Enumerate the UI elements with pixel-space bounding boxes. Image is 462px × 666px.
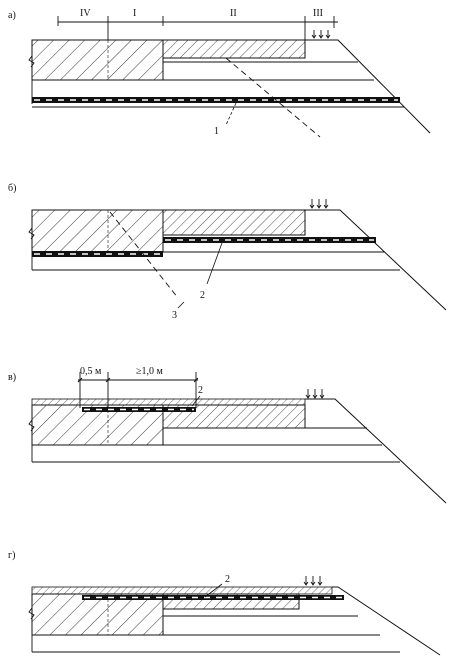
load-arrows	[305, 389, 325, 399]
embankment-slope	[305, 39, 431, 134]
load-arrows	[303, 576, 323, 586]
widening-pavement	[162, 39, 306, 59]
panel-g: г) 2	[8, 550, 441, 656]
dimension-1-0m: ≥1,0 м	[136, 366, 163, 377]
reinforcement-layer	[163, 237, 376, 243]
panel-b: б) 2 3	[8, 183, 447, 321]
panel-b-label: б)	[8, 183, 16, 194]
existing-pavement	[31, 593, 164, 636]
load-arrows	[309, 199, 329, 209]
zone-label-iv: IV	[80, 8, 91, 19]
reinforcement-layer	[82, 407, 196, 412]
break-mark	[28, 227, 35, 240]
panel-a-label: а)	[8, 10, 16, 21]
panel-v-label: в)	[8, 372, 16, 383]
callout-3: 3	[172, 310, 177, 321]
zone-label-ii: II	[230, 8, 237, 19]
callout-2: 2	[200, 290, 205, 301]
callout-2: 2	[198, 385, 203, 396]
callout-2: 2	[225, 574, 230, 585]
embankment-slope	[305, 209, 447, 311]
break-mark	[28, 55, 35, 68]
break-mark	[28, 419, 35, 432]
slip-line	[109, 211, 179, 299]
zone-label-iii: III	[313, 8, 323, 19]
widening-pavement	[162, 209, 306, 236]
dimension-0-5m: 0,5 м	[80, 366, 102, 377]
embankment-slope	[305, 398, 447, 504]
slip-line	[225, 57, 321, 138]
zone-label-i: I	[133, 8, 136, 19]
load-arrows	[311, 30, 331, 39]
embankment-slope	[332, 586, 441, 656]
reinforcement-layer	[82, 595, 344, 600]
panel-v: в) 0,5 м ≥1,0 м 2	[8, 366, 447, 504]
overlay-layer	[31, 586, 333, 595]
overlay-layer	[31, 398, 306, 406]
existing-pavement	[31, 39, 164, 81]
panel-a: а) IV I II III	[8, 8, 431, 138]
break-mark	[28, 607, 35, 620]
callout-1: 1	[214, 126, 219, 137]
existing-pavement	[31, 209, 164, 253]
panel-g-label: г)	[8, 550, 15, 561]
